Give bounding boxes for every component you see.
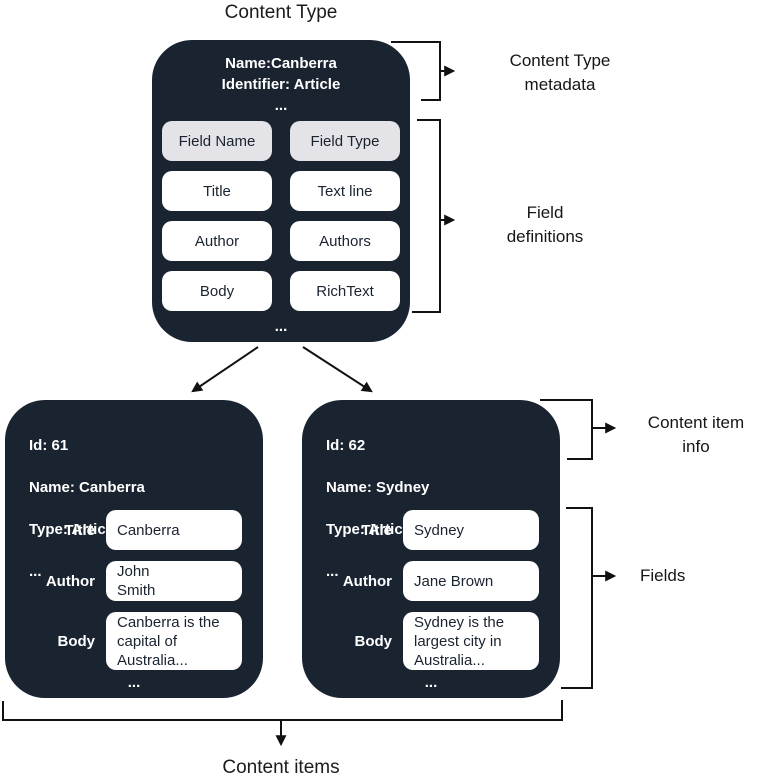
field-type-header-chip: Field Type xyxy=(290,121,400,161)
field-label: Title xyxy=(64,521,95,539)
field-name-chip: Title xyxy=(162,171,272,211)
content-type-metadata-block: Name:Canberra Identifier: Article ... xyxy=(152,53,410,116)
content-type-identifier-line: Identifier: Article xyxy=(221,76,341,93)
fields-label: Fields xyxy=(640,566,686,585)
item-field-row: Title Sydney xyxy=(302,510,544,550)
ellipsis: ... xyxy=(424,674,438,691)
item-field-row: Body Canberra is the capital of Australi… xyxy=(5,612,247,670)
ellipsis: ... xyxy=(274,97,288,114)
field-name-header-chip: Field Name xyxy=(162,121,272,161)
item-field-row: Title Canberra xyxy=(5,510,247,550)
field-value-chip: Sydney xyxy=(403,510,539,550)
field-name-chip: Body xyxy=(162,271,272,311)
field-label: Body xyxy=(57,632,96,650)
field-definitions-label: Field definitions xyxy=(506,203,584,246)
field-name-chip: Author xyxy=(162,221,272,261)
field-type-chip: Text line xyxy=(290,171,400,211)
ellipsis: ... xyxy=(274,318,288,335)
field-label: Author xyxy=(342,572,392,590)
ellipsis: ... xyxy=(326,563,339,580)
item-field-row: Body Sydney is the largest city in Austr… xyxy=(302,612,544,670)
item-field-row: Author Jane Brown xyxy=(302,561,544,601)
arrow-to-item-62 xyxy=(302,346,373,393)
item-name-line: Name: Sydney xyxy=(326,479,430,496)
content-items-label: Content items xyxy=(222,757,340,778)
field-value-chip: Jane Brown xyxy=(403,561,539,601)
item-id-line: Id: 61 xyxy=(29,437,69,454)
content-type-metadata-label: Content Type metadata xyxy=(509,51,611,94)
field-definition-row: Body RichText xyxy=(162,271,400,311)
field-definition-row: Author Authors xyxy=(162,221,400,261)
item-id-line: Id: 62 xyxy=(326,437,366,454)
content-item-info-label: Content item info xyxy=(647,413,745,456)
content-type-name-line: Name:Canberra xyxy=(225,55,337,72)
content-item-box-61: Id: 61 Name: Canberra Type: Article ... … xyxy=(5,400,263,698)
field-label: Title xyxy=(361,521,392,539)
field-header-row: Field Name Field Type xyxy=(162,121,400,161)
content-items-bracket xyxy=(2,700,563,721)
field-value-chip: Canberra xyxy=(106,510,242,550)
ellipsis: ... xyxy=(29,563,42,580)
item-name-line: Name: Canberra xyxy=(29,479,145,496)
field-definition-row: Title Text line xyxy=(162,171,400,211)
ellipsis: ... xyxy=(127,674,141,691)
field-value-chip: Canberra is the capital of Australia... xyxy=(106,612,242,670)
fields-bracket xyxy=(561,507,593,689)
field-value-chip: Sydney is the largest city in Australia.… xyxy=(403,612,539,670)
content-item-box-62: Id: 62 Name: Sydney Type: Article ... Ti… xyxy=(302,400,560,698)
field-label: Author xyxy=(45,572,95,590)
content-type-title: Content Type xyxy=(224,2,338,23)
field-type-chip: RichText xyxy=(290,271,400,311)
field-definitions-bracket xyxy=(412,119,441,313)
content-type-box: Name:Canberra Identifier: Article ... Fi… xyxy=(152,40,410,342)
field-value-chip: John Smith xyxy=(106,561,242,601)
field-label: Body xyxy=(354,632,393,650)
arrow-to-item-61 xyxy=(191,346,259,393)
field-definitions-grid: Field Name Field Type Title Text line Au… xyxy=(162,121,400,321)
item-field-row: Author John Smith xyxy=(5,561,247,601)
field-type-chip: Authors xyxy=(290,221,400,261)
